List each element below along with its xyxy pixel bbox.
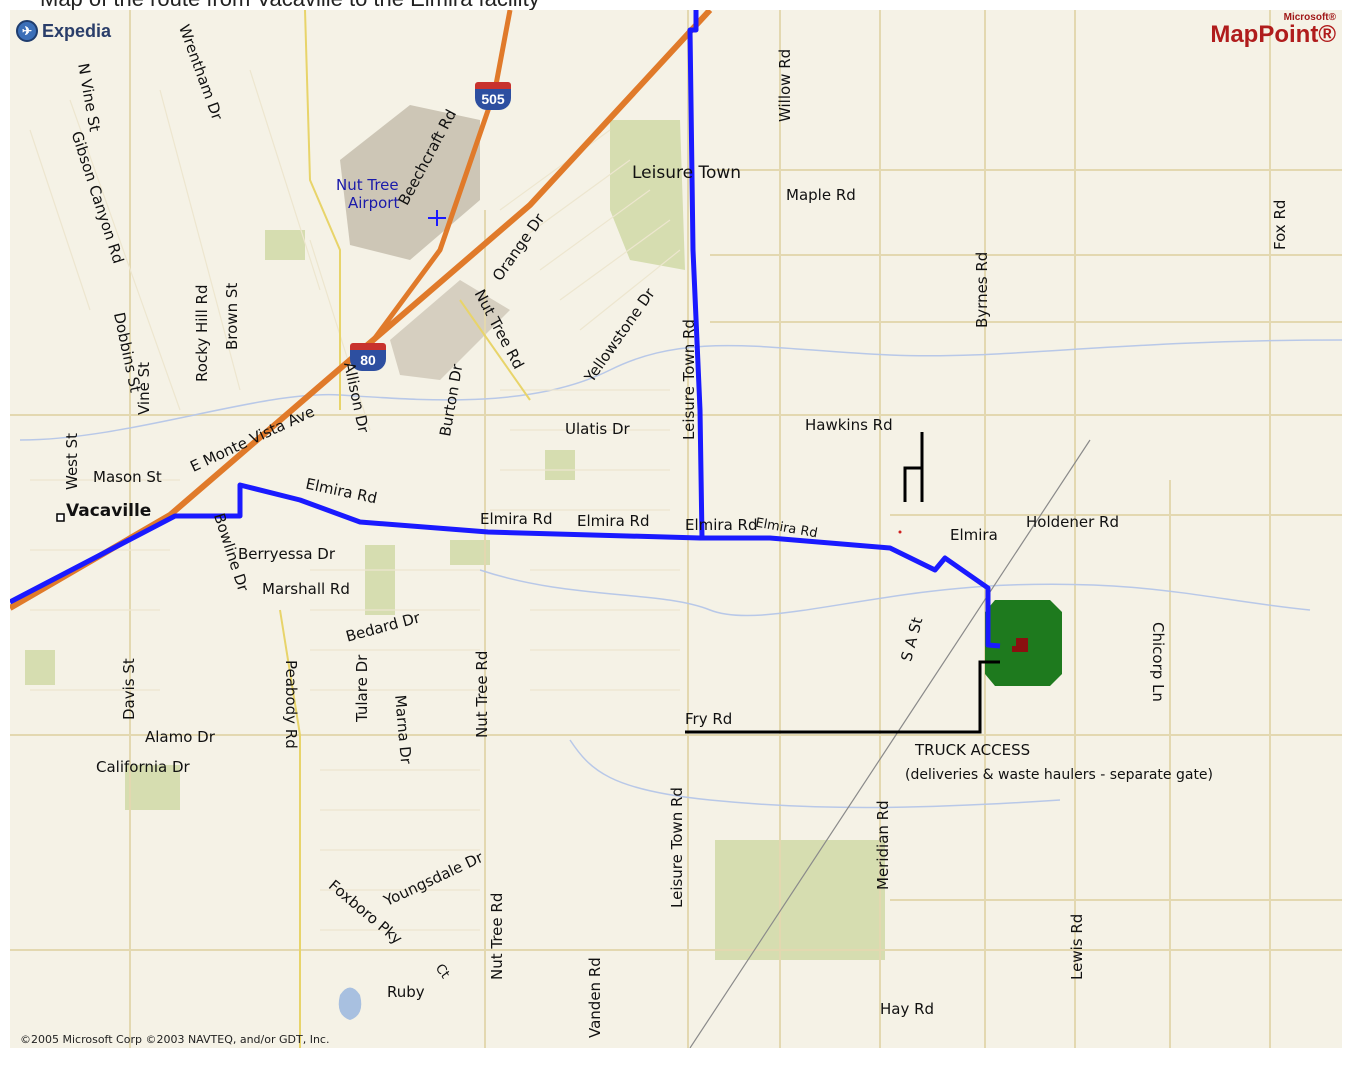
copyright-notice: ©2005 Microsoft Corp ©2003 NAVTEQ, and/o…: [20, 1033, 330, 1046]
map-canvas[interactable]: ✈ Expedia Microsoft® MapPoint® 505 80 Va…: [10, 10, 1342, 1048]
place-label-elmira: Elmira: [950, 526, 998, 544]
street-label: Ruby: [387, 983, 425, 1001]
street-label: Leisure Town Rd: [680, 319, 698, 440]
place-label-leisure-town: Leisure Town: [632, 163, 742, 183]
street-label: Fry Rd: [685, 710, 733, 728]
street-label: Willow Rd: [776, 48, 794, 122]
industrial-area: [390, 280, 510, 380]
park-area: [125, 765, 180, 810]
truck-access-route: [685, 660, 1000, 734]
street-label: Tulare Dr: [353, 654, 371, 722]
street-label: West St: [63, 432, 81, 490]
place-label-airport-line2: Airport: [348, 194, 400, 212]
mappoint-label: MapPoint®: [1210, 21, 1336, 48]
interstate-505-shield: 505: [475, 82, 511, 110]
place-label-vacaville: Vacaville: [66, 501, 152, 521]
map-mark: [898, 530, 902, 534]
street-label: Holdener Rd: [1026, 513, 1119, 531]
mappoint-logo: Microsoft® MapPoint®: [1210, 12, 1336, 49]
park-area: [365, 545, 395, 615]
truck-access-title: TRUCK ACCESS: [915, 741, 1031, 759]
map-mark: [903, 432, 924, 502]
globe-icon: ✈: [16, 20, 38, 42]
street-label: Nut Tree Rd: [473, 650, 491, 738]
map-graphics: [10, 10, 1342, 1048]
airport-icon: [428, 210, 446, 226]
street-label: Berryessa Dr: [238, 545, 336, 563]
driving-route: [687, 10, 705, 539]
interstate-505-line: [352, 10, 513, 367]
street-label: Byrnes Rd: [973, 251, 991, 328]
street-label: Davis St: [120, 658, 138, 720]
interstate-80-shield: 80: [350, 343, 386, 371]
top-caption: Map of the route from Vacaville to the E…: [0, 0, 1348, 12]
park-area: [610, 120, 685, 270]
street-label: Marna Dr: [391, 694, 416, 765]
park-area: [25, 650, 55, 685]
street-label: Elmira Rd: [577, 512, 650, 530]
microsoft-label: Microsoft®: [1283, 12, 1336, 23]
street-label: Brown St: [223, 282, 241, 350]
street-label: California Dr: [96, 758, 190, 776]
street-label: Rocky Hill Rd: [193, 284, 211, 382]
facility-marker: [1016, 638, 1028, 652]
street-label: Vine St: [135, 361, 153, 415]
street-label: Hay Rd: [880, 1000, 935, 1018]
city-marker: [56, 513, 65, 522]
airport-area: [340, 105, 480, 260]
park-area: [450, 540, 490, 565]
truck-access-note: (deliveries & waste haulers - separate g…: [905, 767, 1214, 783]
pond: [338, 987, 362, 1020]
expedia-logo: ✈ Expedia: [16, 20, 111, 42]
street-label: Peabody Rd: [282, 660, 300, 749]
place-label-airport-line1: Nut Tree: [336, 176, 399, 194]
street-label: Alamo Dr: [145, 728, 215, 746]
street-label: Ulatis Dr: [565, 420, 630, 438]
street-label: Fox Rd: [1271, 199, 1289, 250]
street-label: Marshall Rd: [262, 580, 350, 598]
street-label: Hawkins Rd: [805, 416, 893, 434]
street-label: Chicorp Ln: [1149, 622, 1167, 702]
park-area: [715, 840, 885, 960]
street-label: Elmira Rd: [480, 510, 553, 528]
facility-marker: [1012, 646, 1017, 652]
street-label: Meridian Rd: [874, 800, 892, 890]
street-label: Leisure Town Rd: [668, 787, 686, 908]
street-label: Mason St: [93, 468, 162, 486]
park-area: [545, 450, 575, 480]
expedia-label: Expedia: [42, 20, 112, 41]
park-area: [265, 230, 305, 260]
street-label: Vanden Rd: [586, 957, 604, 1038]
street-label: Maple Rd: [786, 186, 856, 204]
street-label: Lewis Rd: [1068, 913, 1086, 980]
street-label: Elmira Rd: [685, 516, 758, 534]
street-label: Nut Tree Rd: [488, 892, 506, 980]
